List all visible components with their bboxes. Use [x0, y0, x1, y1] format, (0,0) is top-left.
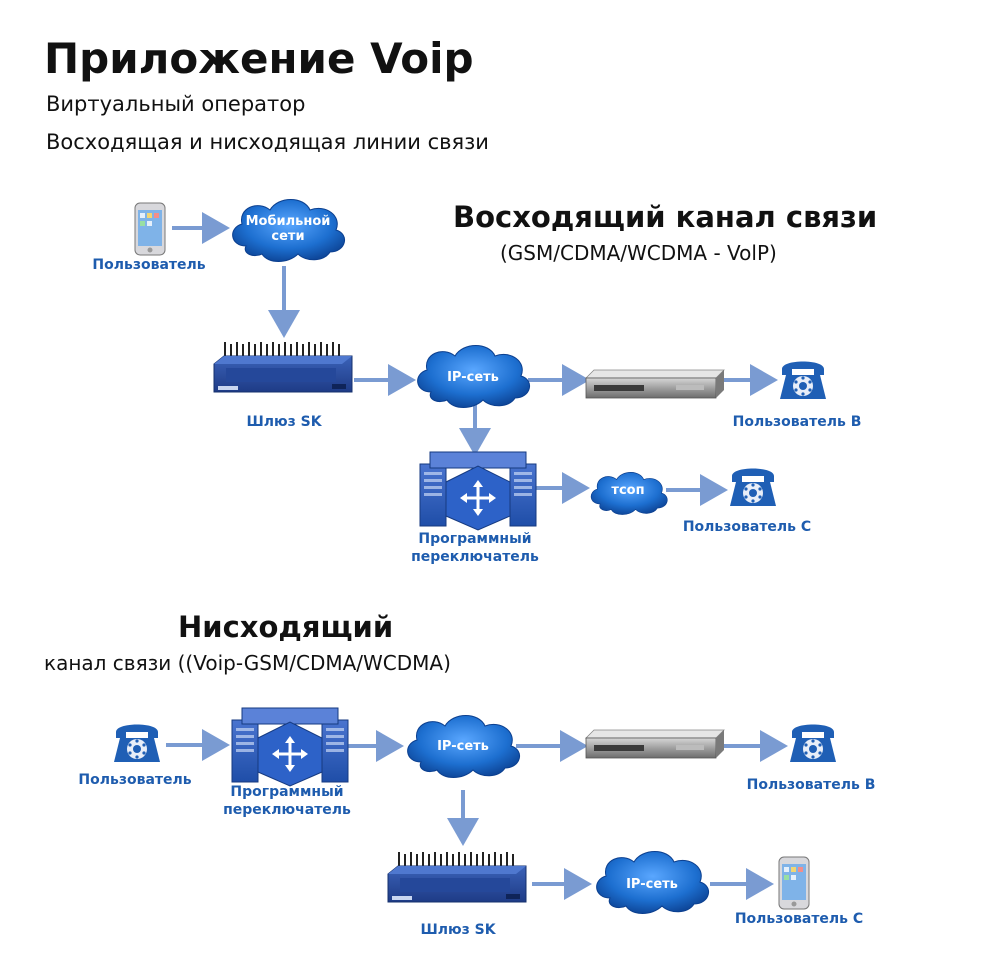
gsm-gateway-icon — [387, 851, 527, 903]
page-title: Приложение Voip — [44, 34, 474, 83]
cloud-label-mobile-network: Мобильной сети — [245, 214, 331, 244]
cloud-label-ip-network: IP-сеть — [437, 739, 489, 754]
downlink-title: Нисходящий — [178, 610, 394, 644]
label-soft-switch-line2: переключатель — [223, 802, 351, 818]
mobile-phone-icon — [778, 856, 810, 910]
label-user-b: Пользователь B — [732, 414, 862, 430]
soft-switch-icon — [418, 450, 538, 532]
cloud-label-ip-network: IP-сеть — [626, 877, 678, 892]
label-soft-switch-line2: переключатель — [411, 549, 539, 565]
downlink-subtitle: канал связи ((Voip-GSM/CDMA/WCDMA) — [44, 651, 451, 675]
label-user-c: Пользователь C — [682, 519, 812, 535]
cloud-label-pstn: тсоп — [611, 483, 645, 498]
rotary-phone-icon — [730, 468, 776, 506]
label-user: Пользователь — [92, 257, 206, 273]
rotary-phone-icon — [114, 724, 160, 762]
uplink-subtitle: (GSM/CDMA/WCDMA - VolP) — [500, 241, 777, 265]
gsm-gateway-icon — [213, 341, 353, 393]
rotary-phone-icon — [780, 361, 826, 399]
uplink-title: Восходящий канал связи — [453, 200, 878, 234]
label-soft-switch-line1: Программный — [418, 531, 532, 547]
label-gateway: Шлюз SK — [420, 922, 496, 938]
label-user-c: Пользователь C — [734, 911, 864, 927]
cloud-label-ip-network: IP-сеть — [447, 370, 499, 385]
label-user-b: Пользователь B — [746, 777, 876, 793]
label-gateway: Шлюз SK — [246, 414, 322, 430]
mobile-phone-icon — [134, 202, 166, 256]
page-subtitle-operator: Виртуальный оператор — [46, 92, 306, 116]
page-subtitle-links: Восходящая и нисходящая линии связи — [46, 130, 489, 154]
rack-server-icon — [585, 369, 725, 399]
label-soft-switch-line1: Программный — [230, 784, 344, 800]
rack-server-icon — [585, 729, 725, 759]
label-user: Пользователь — [78, 772, 192, 788]
rotary-phone-icon — [790, 724, 836, 762]
soft-switch-icon — [230, 706, 350, 788]
